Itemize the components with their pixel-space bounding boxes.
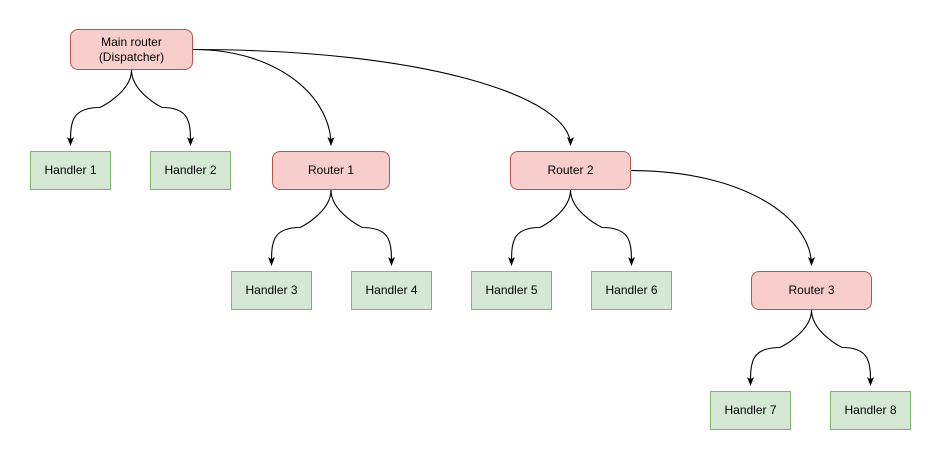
node-handler-3[interactable]: Handler 3 [231,271,312,310]
node-handler-4[interactable]: Handler 4 [351,271,432,310]
edge-paths [66,48,875,386]
edge-main-router-to-handler-1 [66,69,133,146]
node-router-3[interactable]: Router 3 [751,271,872,310]
edge-router-3-to-handler-7 [746,309,813,386]
edge-router-2-to-handler-6 [569,189,636,266]
edge-router-2-to-handler-5 [507,189,572,266]
node-handler-8[interactable]: Handler 8 [830,391,911,430]
edge-main-router-to-handler-2 [130,69,195,146]
edge-router-3-to-handler-8 [810,309,875,386]
node-handler-7[interactable]: Handler 7 [710,391,791,430]
node-handler-1[interactable]: Handler 1 [30,151,111,190]
edge-router-1-to-handler-4 [330,189,396,266]
edge-router-1-to-handler-3 [267,189,332,266]
edge-router-2-to-router-3 [630,169,816,266]
node-handler-5[interactable]: Handler 5 [471,271,552,310]
node-router-2[interactable]: Router 2 [510,151,631,190]
edge-main-router-to-router-2 [192,48,574,146]
node-handler-6[interactable]: Handler 6 [591,271,672,310]
edge-main-router-to-router-1 [192,48,335,146]
node-main-router[interactable]: Main router (Dispatcher) [70,29,193,70]
node-router-1[interactable]: Router 1 [272,151,390,190]
node-handler-2[interactable]: Handler 2 [150,151,231,190]
